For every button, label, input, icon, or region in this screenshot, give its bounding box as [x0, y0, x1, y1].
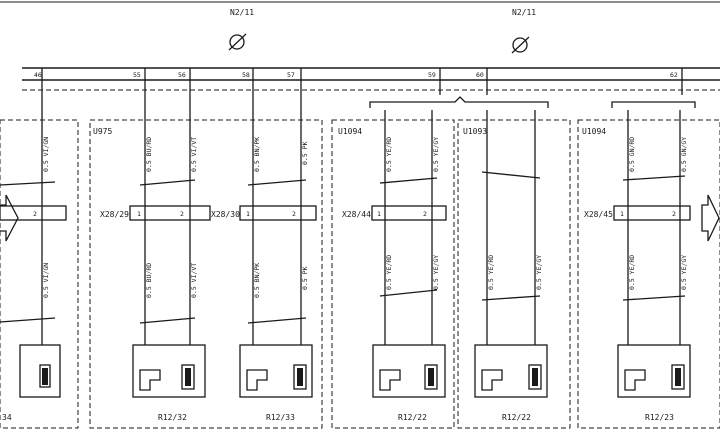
- module-name-u1094-a: U1094: [338, 127, 362, 136]
- component-label-r12-22-b: R12/22: [502, 413, 531, 422]
- connector-label-x28-29: X28/29: [100, 210, 129, 219]
- svg-text:1: 1: [620, 210, 624, 218]
- connector-label-x28-45: X28/45: [584, 210, 613, 219]
- wire-label-lower-7: 0.5 YE/GY: [432, 255, 440, 290]
- sensor-component-r12-22-b: [474, 344, 548, 398]
- connector-strips: 2 1 2 1 2 1 2 1 2: [0, 205, 691, 221]
- shield-symbol-2: [511, 36, 530, 54]
- wire-label-upper-5: 0.5 PK: [301, 141, 309, 165]
- wire-label-lower-10: 0.5 YE/RD: [628, 255, 636, 290]
- sensor-component-r12-32: [132, 344, 206, 398]
- component-label-r12-23: R12/23: [645, 413, 674, 422]
- bus-drop-marks: [41, 68, 683, 95]
- svg-text:2: 2: [672, 210, 676, 218]
- module-bracket-1: [369, 96, 549, 108]
- module-box-u1093: [457, 119, 571, 429]
- bus-pin-59: 59: [428, 71, 436, 79]
- bus-pin-62: 62: [670, 71, 678, 79]
- wire-label-upper-4: 0.5 BN/PK: [253, 137, 261, 172]
- bus-lines: [22, 67, 720, 91]
- bus-pin-56: 56: [178, 71, 186, 79]
- component-label-r12-33: R12/33: [266, 413, 295, 422]
- sensor-component-r12-33: [239, 344, 313, 398]
- bus-pin-60: 60: [476, 71, 484, 79]
- sensor-component-r12-23: [617, 344, 691, 398]
- wire-label-lower-8: 0.5 YE/RD: [487, 255, 495, 290]
- svg-text:1: 1: [377, 210, 381, 218]
- component-label-r12-32: R12/32: [158, 413, 187, 422]
- svg-text:1: 1: [137, 210, 141, 218]
- wire-label-lower-5: 0.5 PK: [301, 266, 309, 290]
- svg-text:2: 2: [180, 210, 184, 218]
- wire-label-lower-4: 0.5 BN/PK: [253, 263, 261, 298]
- module-box-u1094-a: [331, 119, 455, 429]
- wire-label-lower-11: 0.5 YE/GY: [680, 255, 688, 290]
- wire-label-upper-1: 0.5 VI/GN: [42, 137, 50, 172]
- wire-label-lower-3: 0.5 VI/VT: [190, 263, 198, 298]
- continuation-arrow-right[interactable]: [701, 194, 720, 242]
- sensor-component-34: [19, 344, 61, 398]
- wire-label-upper-3: 0.5 VI/VT: [190, 137, 198, 172]
- bus-pin-46: 46: [34, 71, 42, 79]
- wire-label-upper-7: 0.5 YE/GY: [432, 137, 440, 172]
- wire-label-upper-6: 0.5 YE/RD: [385, 137, 393, 172]
- svg-text:2: 2: [292, 210, 296, 218]
- module-name-u975: U975: [93, 127, 112, 136]
- svg-text:2: 2: [33, 210, 37, 218]
- wire-label-upper-2: 0.5 BU/RD: [145, 137, 153, 172]
- wire-label-lower-1: 0.5 VI/GN: [42, 263, 50, 298]
- component-label-r12-22-a: R12/22: [398, 413, 427, 422]
- connector-label-x28-30: X28/30: [211, 210, 240, 219]
- continuation-arrow-left[interactable]: [0, 194, 19, 242]
- wire-labels-lower: 0.5 VI/GN 0.5 BU/RD 0.5 VI/VT 0.5 BN/PK …: [42, 255, 688, 298]
- wire-label-upper-9: 0.5 GN/GY: [680, 137, 688, 172]
- control-unit-label-1: N2/11: [230, 8, 254, 17]
- wire-labels-upper: 0.5 VI/GN 0.5 BU/RD 0.5 VI/VT 0.5 BN/PK …: [42, 137, 688, 172]
- svg-text:2: 2: [423, 210, 427, 218]
- bus-pin-55: 55: [133, 71, 141, 79]
- wire-label-lower-9: 0.5 YE/GY: [535, 255, 543, 290]
- wires: [41, 92, 681, 345]
- bus-pin-58: 58: [242, 71, 250, 79]
- module-box-0: [0, 119, 79, 429]
- wire-label-upper-8: 0.5 GN/RD: [628, 137, 636, 172]
- wire-label-lower-6: 0.5 YE/RD: [385, 255, 393, 290]
- connector-label-x28-44: X28/44: [342, 210, 371, 219]
- sensor-component-r12-22-a: [372, 344, 446, 398]
- shield-symbol-1: [228, 33, 247, 51]
- module-name-u1093: U1093: [463, 127, 487, 136]
- component-label-34: 34: [2, 413, 12, 422]
- control-unit-label-2: N2/11: [512, 8, 536, 17]
- module-box-u975: [89, 119, 323, 429]
- wire-label-lower-2: 0.5 BU/RD: [145, 263, 153, 298]
- twist-marks: [0, 171, 686, 324]
- module-box-u1094-b: [577, 119, 720, 429]
- bus-pin-57: 57: [287, 71, 295, 79]
- module-bracket-2: [611, 101, 696, 108]
- svg-text:1: 1: [246, 210, 250, 218]
- module-name-u1094-b: U1094: [582, 127, 606, 136]
